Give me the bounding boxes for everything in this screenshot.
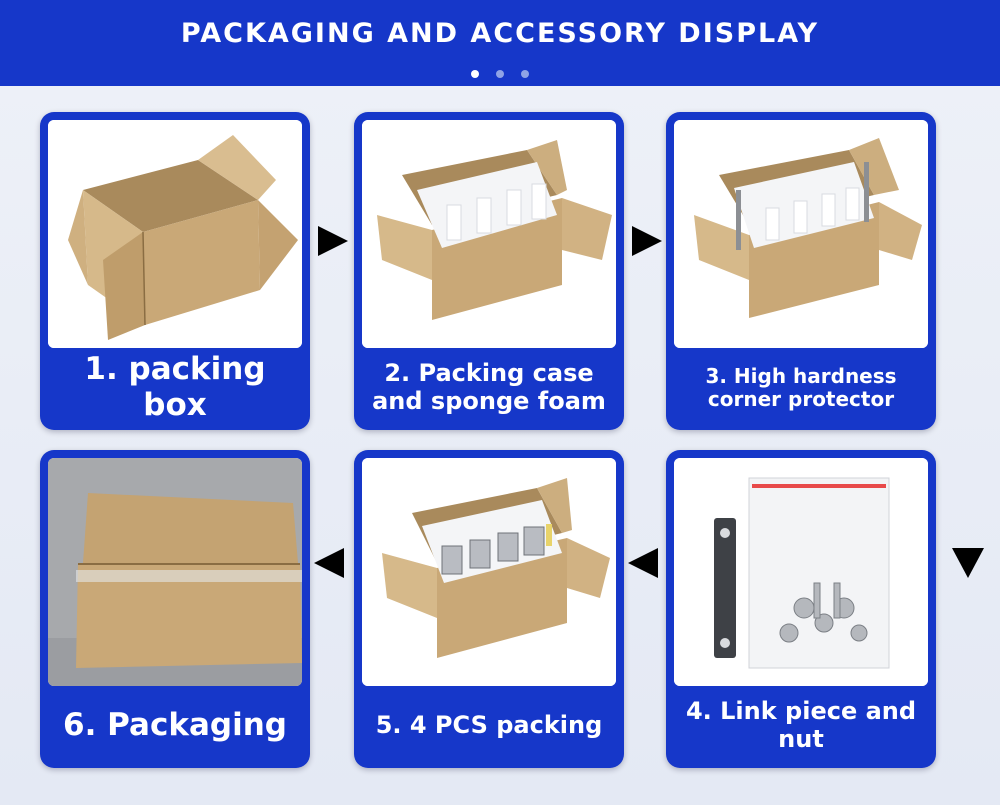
arrow-right-icon	[318, 226, 348, 256]
packing-case-foam-image	[362, 120, 616, 348]
step-label-5: 5. 4 PCS packing	[375, 711, 603, 740]
step-label-3: 3. High hardness corner protector	[705, 364, 897, 411]
arrow-left-icon	[628, 548, 658, 578]
page-title: PACKAGING AND ACCESSORY DISPLAY	[180, 18, 820, 49]
final-packaging-image	[48, 458, 302, 686]
step-card-3: 3. High hardness corner protector	[666, 112, 936, 430]
step-card-1: 1. packing box	[40, 112, 310, 430]
carousel-dot[interactable]	[521, 70, 530, 78]
link-piece-nut-image	[674, 458, 928, 686]
step-label-6: 6. Packaging	[63, 707, 287, 744]
step-label-1: 1. packing box	[84, 351, 266, 423]
step-label-2: 2. Packing case and sponge foam	[372, 359, 606, 415]
step-card-6: 6. Packaging	[40, 450, 310, 768]
step-card-2: 2. Packing case and sponge foam	[354, 112, 624, 430]
step-card-4: 4. Link piece and nut	[666, 450, 936, 768]
header-banner: PACKAGING AND ACCESSORY DISPLAY	[0, 0, 1000, 86]
carousel-dot[interactable]	[470, 70, 479, 78]
four-pcs-packing-image	[362, 458, 616, 686]
carousel-dot[interactable]	[496, 70, 504, 78]
arrow-down-icon	[952, 548, 984, 578]
carousel-dots	[0, 63, 1000, 82]
step-card-5: 5. 4 PCS packing	[354, 450, 624, 768]
arrow-right-icon	[632, 226, 662, 256]
packing-box-image	[48, 120, 302, 348]
arrow-left-icon	[314, 548, 344, 578]
step-label-4: 4. Link piece and nut	[685, 697, 917, 753]
corner-protector-image	[674, 120, 928, 348]
